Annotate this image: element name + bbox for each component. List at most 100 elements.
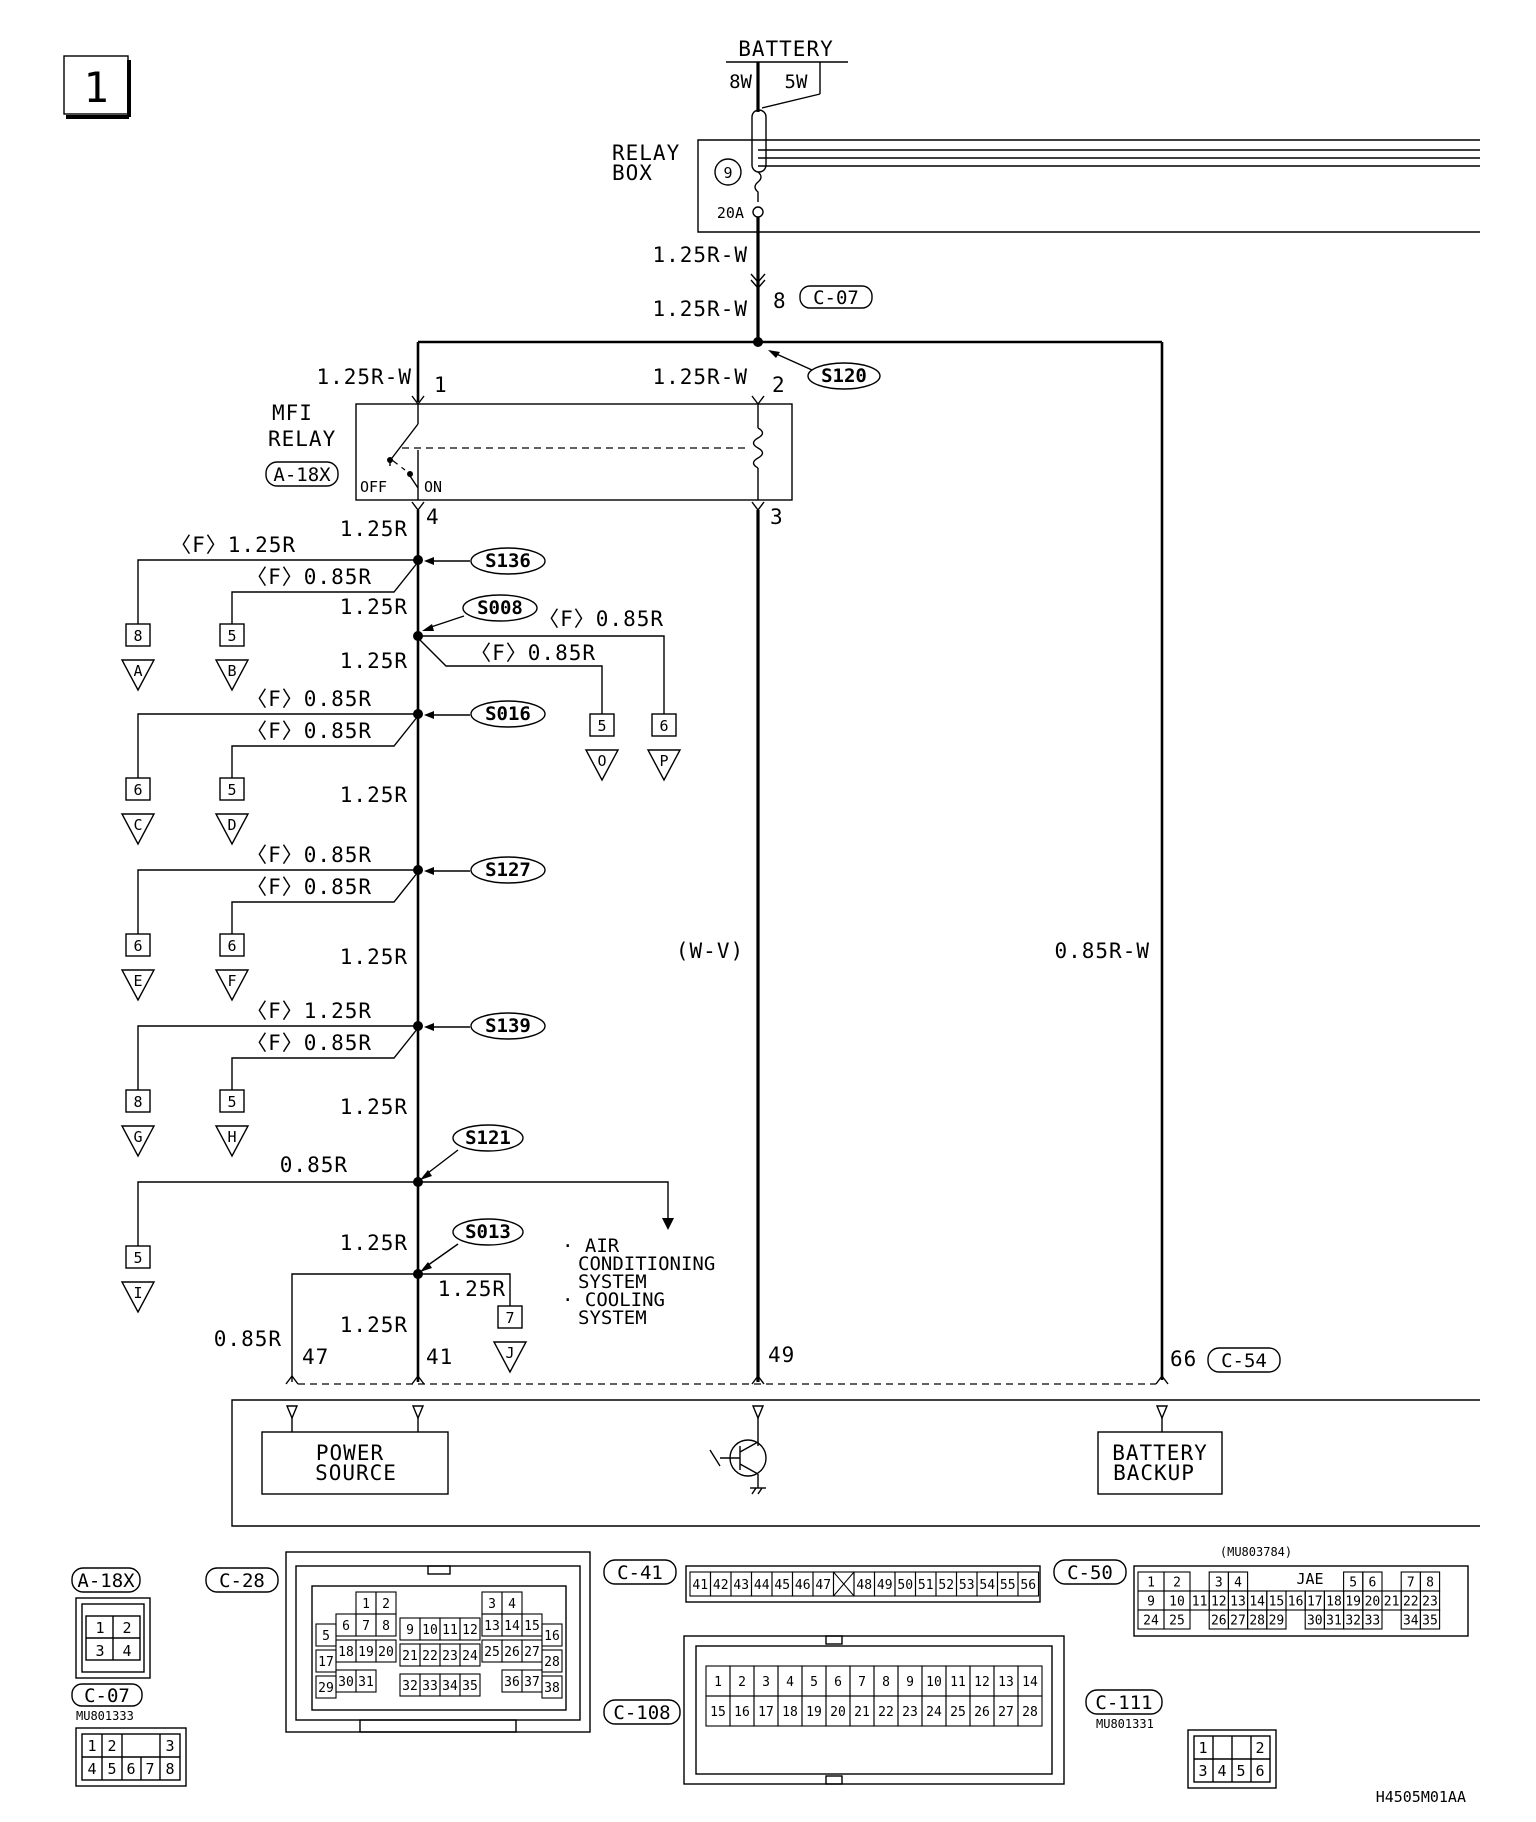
conn-c108-pin: 24: [926, 1705, 942, 1720]
conn-c111-part: MU801331: [1096, 1717, 1154, 1731]
conn-c108-pin: 20: [830, 1705, 846, 1720]
conn-c28-pin-cell: [355, 1669, 377, 1693]
conn-a18x-label: A-18X: [77, 1570, 135, 1592]
conn-c50-part: (MU803784): [1220, 1545, 1292, 1559]
conn-c07-pin: 4: [87, 1760, 96, 1778]
conn-c28-pin: 30: [338, 1675, 354, 1690]
ecu-pin-47: 47: [302, 1345, 329, 1369]
conn-c28-pin: 29: [318, 1681, 334, 1696]
conn-c07-pin: 6: [126, 1760, 135, 1778]
conn-c28-pin: 16: [544, 1629, 560, 1644]
power-source-label-2: SOURCE: [315, 1461, 397, 1485]
conn-c28-pin: 13: [484, 1619, 500, 1634]
conn-c07-label: C-07: [84, 1685, 130, 1707]
conn-c50-pin: 32: [1345, 1614, 1361, 1629]
s136-term-a-pin: 8: [133, 627, 142, 645]
battery-label: BATTERY: [738, 37, 834, 61]
conn-c50-pin: 34: [1403, 1614, 1419, 1629]
distribution-bus: S120: [416, 337, 1164, 1380]
right-wire-label: 0.85R-W: [1054, 939, 1150, 963]
conn-c50-pin: 13: [1230, 1595, 1246, 1610]
note-cool-2: SYSTEM: [578, 1307, 647, 1329]
conn-c50-pin: 15: [1269, 1595, 1285, 1610]
mfi-relay-pin2: 2: [772, 373, 786, 397]
conn-c50-pin: 18: [1326, 1595, 1342, 1610]
conn-c41-pin: 54: [979, 1578, 995, 1593]
conn-c28-pin-cell: [459, 1643, 481, 1667]
s016-trunk-wire: 1.25R: [340, 783, 408, 807]
conn-c28-pin: 12: [462, 1623, 478, 1638]
s016-term-b-letter: D: [227, 816, 236, 834]
conn-c28-pin: 10: [422, 1623, 438, 1638]
conn-a18x-pin: 3: [95, 1642, 104, 1660]
conn-c41-pin: 50: [897, 1578, 913, 1593]
splice-s008-label: S008: [477, 597, 523, 619]
conn-c28-pin: 33: [422, 1679, 438, 1694]
conn-c108-pin: 7: [858, 1675, 866, 1690]
note-ac-3: SYSTEM: [578, 1271, 647, 1293]
conn-c108-pin: 19: [806, 1705, 822, 1720]
s121-trunk-wire: 1.25R: [340, 1231, 408, 1255]
s136-branch-a: 〈F〉1.25R: [170, 533, 296, 557]
conn-c07-pin: 2: [107, 1737, 116, 1755]
conn-c28-pin-cell: [375, 1639, 397, 1663]
conn-c108-pin-cell: [1017, 1695, 1043, 1727]
s139-trunk-wire: 1.25R: [340, 1095, 408, 1119]
conn-c50-pin-cell: [1163, 1609, 1191, 1630]
conn-c28-pin: 14: [504, 1619, 520, 1634]
conn-c50-pin: 2: [1173, 1576, 1181, 1591]
splice-s120-label: S120: [821, 365, 867, 387]
conn-c50-pin: 7: [1407, 1576, 1415, 1591]
splice-s127-label: S127: [485, 859, 531, 881]
mfi-relay-connector: A-18X: [273, 464, 331, 486]
conn-c50-pin: 3: [1215, 1576, 1223, 1591]
conn-c28-pin-cell: [541, 1623, 563, 1647]
conn-c108-pin: 17: [758, 1705, 774, 1720]
conn-c28-pin: 28: [544, 1655, 560, 1670]
conn-c28-pin: 4: [508, 1597, 516, 1612]
s136-trunk-wire: 1.25R: [340, 595, 408, 619]
conn-c108-pin: 18: [782, 1705, 798, 1720]
main-feed-pin: 8: [773, 289, 787, 313]
conn-c28-pin: 20: [378, 1645, 394, 1660]
conn-c41-label: C-41: [617, 1562, 663, 1584]
mfi-relay-pin3: 3: [770, 505, 784, 529]
conn-c50-maker: JAE: [1296, 1570, 1323, 1588]
battery-feed: BATTERY 8W 5W: [726, 37, 848, 112]
conn-c28-pin: 35: [462, 1679, 478, 1694]
splice-s136-label: S136: [485, 550, 531, 572]
conn-c50-pin: 30: [1307, 1614, 1323, 1629]
conn-c28-pin: 34: [442, 1679, 458, 1694]
s121-branch: 0.85R: [280, 1153, 348, 1177]
s139-term-b-pin: 5: [227, 1093, 236, 1111]
mfi-relay-label-2: RELAY: [268, 427, 336, 451]
s121-term-letter: I: [133, 1284, 142, 1302]
conn-c50-pin: 16: [1288, 1595, 1304, 1610]
splice-s013: S013 1.25R 7 J 0.85R 1.25R: [214, 1218, 528, 1382]
ecu-connector-c54: 47 41 49 66 C-54 POWER SOURCE BATTERY BA…: [231, 1343, 1480, 1527]
conn-c111-label: C-111: [1095, 1692, 1152, 1714]
conn-a18x-pin: 2: [122, 1619, 131, 1637]
conn-c108-pin: 8: [882, 1675, 890, 1690]
power-source-block: [261, 1431, 449, 1495]
drawing-code: H4505M01AA: [1376, 1788, 1466, 1806]
mfi-relay-off: OFF: [360, 478, 387, 496]
conn-c07-pin: 1: [87, 1737, 96, 1755]
note-ac-2: CONDITIONING: [578, 1253, 715, 1275]
s016-branch-a: 〈F〉0.85R: [246, 687, 372, 711]
mfi-relay-pin1: 1: [434, 373, 448, 397]
conn-c07-pin: 7: [145, 1760, 154, 1778]
conn-c50-pin: 19: [1345, 1595, 1361, 1610]
conn-c28-pin: 23: [442, 1649, 458, 1664]
s127-branch-a: 〈F〉0.85R: [246, 843, 372, 867]
conn-c50-pin: 11: [1192, 1595, 1208, 1610]
conn-c41-pin: 46: [795, 1578, 811, 1593]
conn-c28-pin: 9: [406, 1623, 414, 1638]
battery-backup-block: [1097, 1431, 1223, 1495]
s127-term-b-letter: F: [227, 972, 236, 990]
